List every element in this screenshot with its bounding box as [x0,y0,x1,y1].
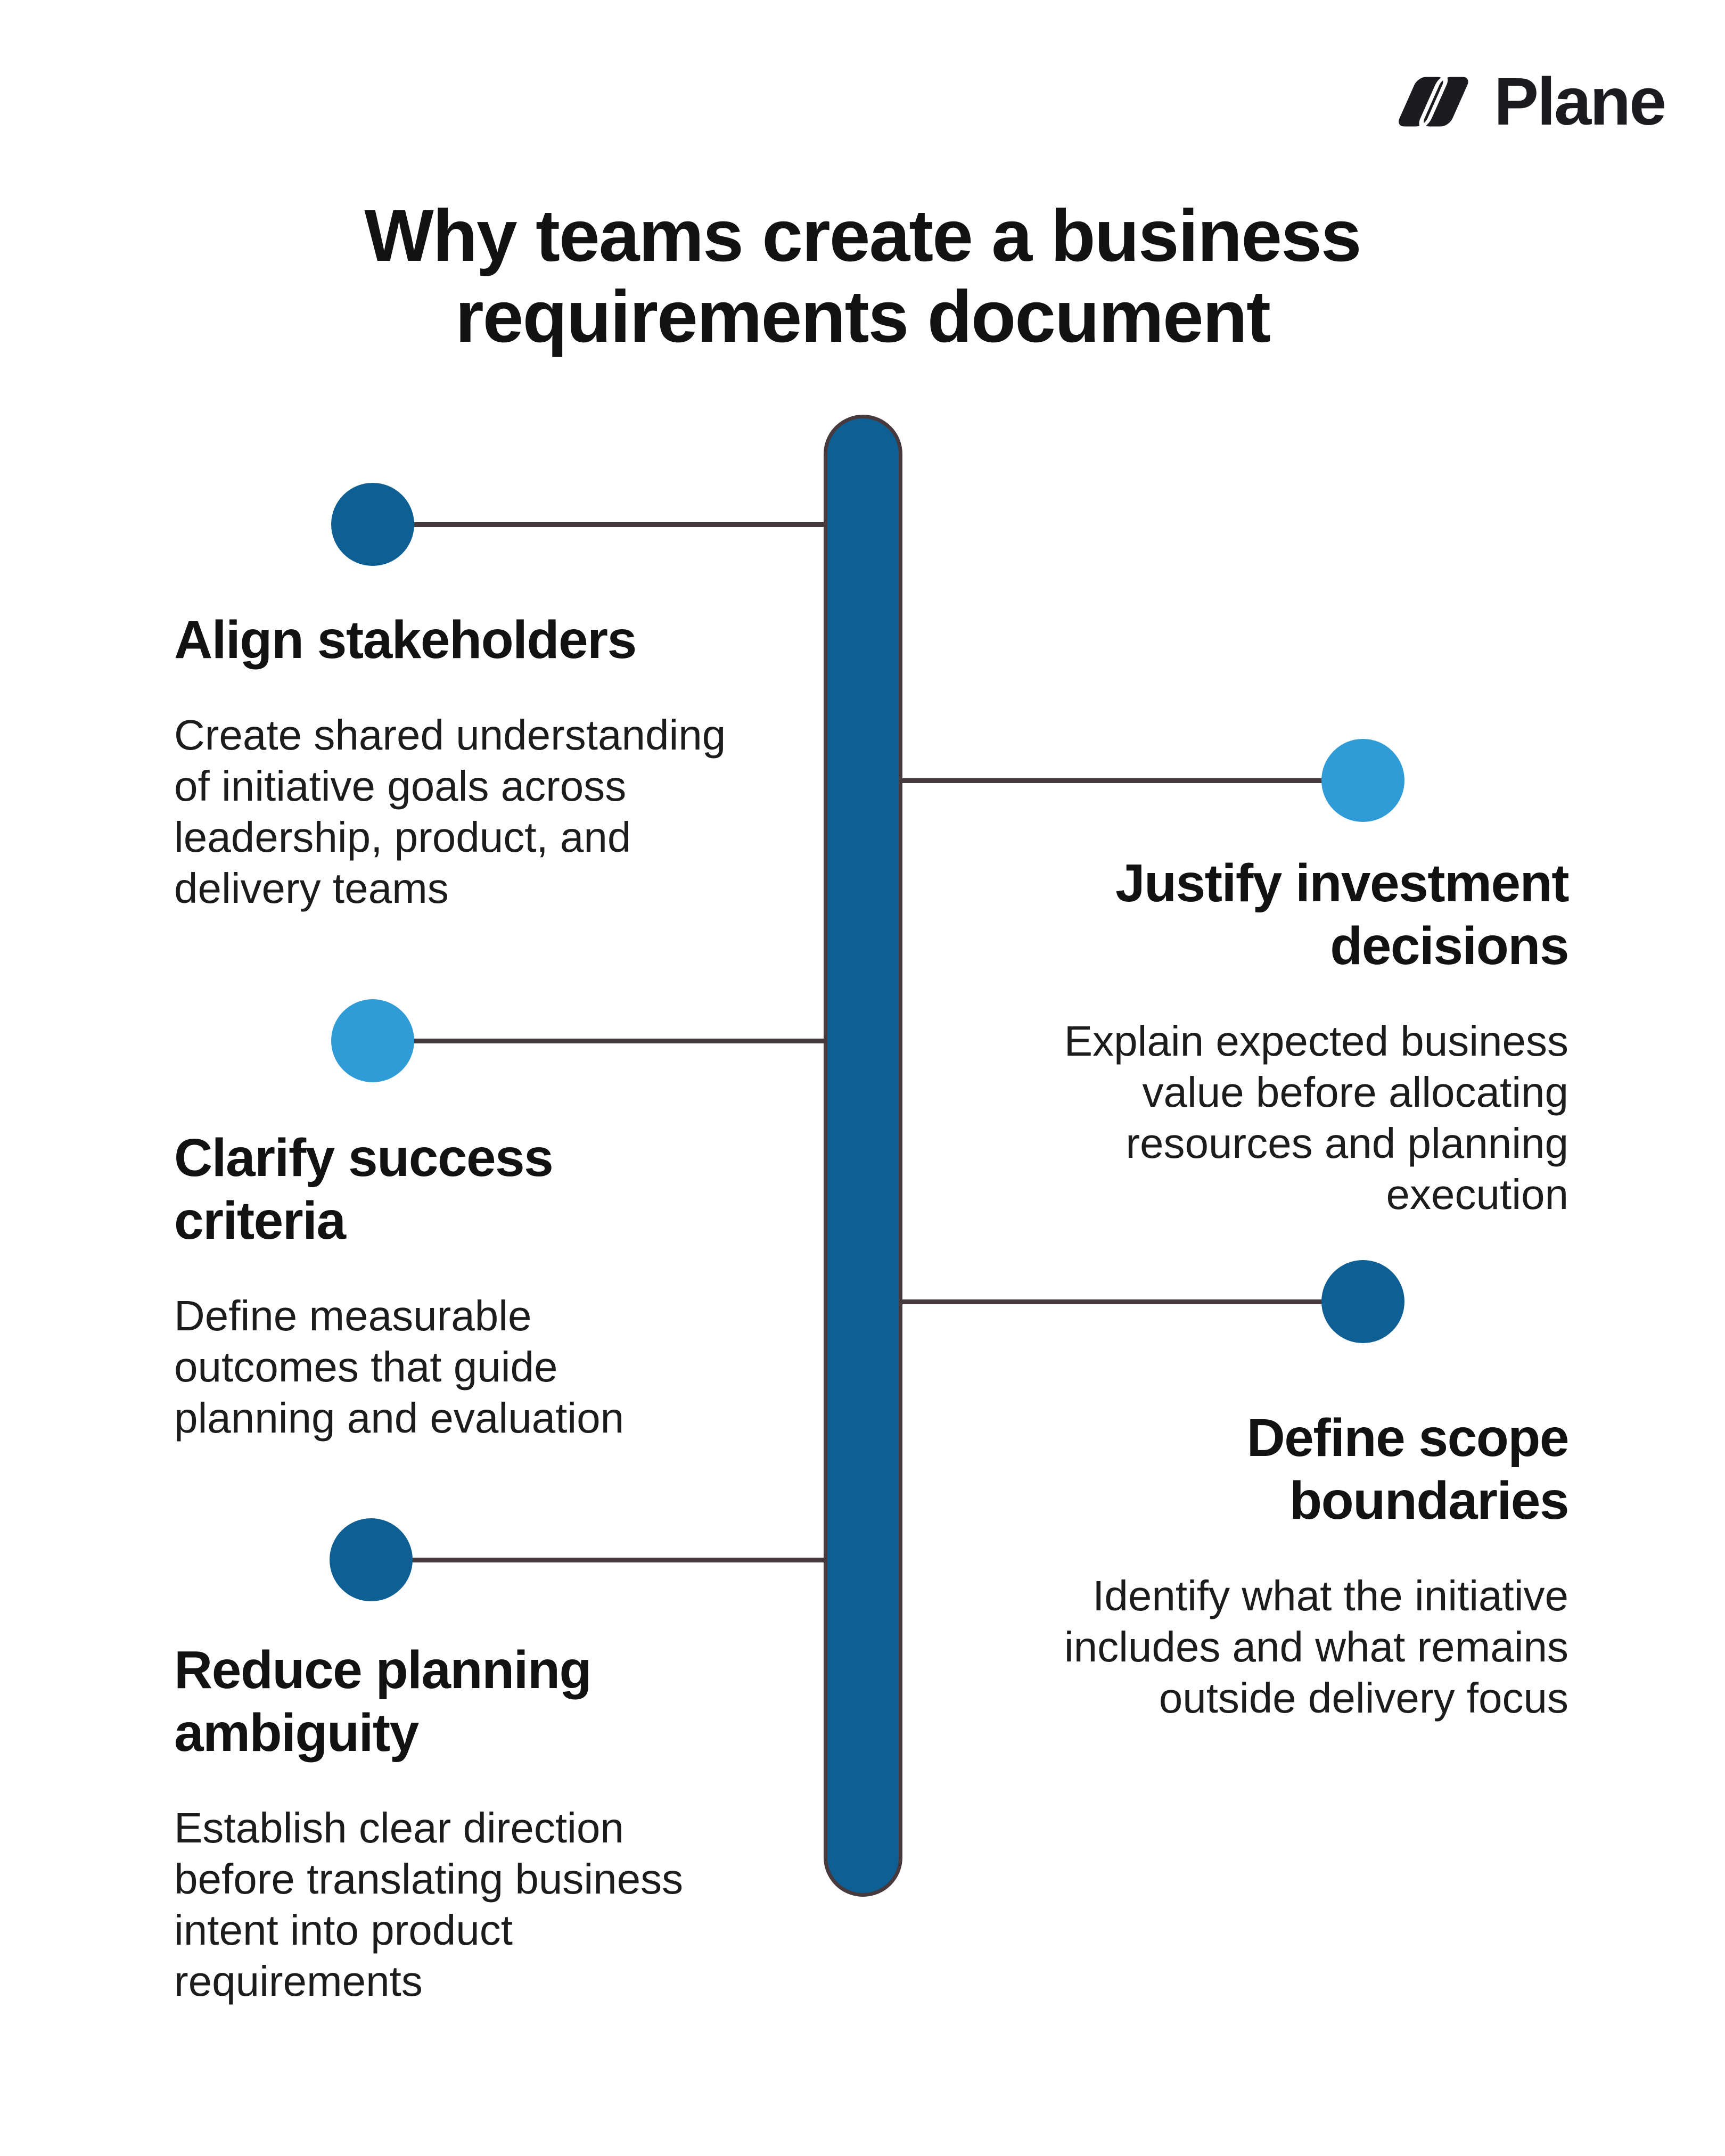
item-heading: Reduce planning ambiguity [174,1640,592,1763]
item-heading: Align stakeholders [174,610,637,670]
item-description: Explain expected business value before a… [1064,1017,1568,1218]
connector-define-scope [899,1299,1363,1304]
connector-align-stakeholders [373,522,827,527]
item-heading: Define scope boundaries [1246,1408,1570,1530]
brand-wordmark: Plane [1494,64,1666,139]
item-description: Define measurable outcomes that guide pl… [174,1292,625,1442]
node-dot-align-stakeholders [331,483,414,566]
node-dot-reduce-ambiguity [330,1518,413,1601]
item-define-scope-boundaries: Define scope boundaries Identify what th… [905,1406,1570,1724]
node-dot-clarify-success [331,999,414,1082]
timeline-spine [824,415,902,1897]
page-title: Why teams create a business requirements… [364,195,1361,358]
brand-logo: Plane [1391,64,1666,139]
item-justify-investment-decisions: Justify investment decisions Explain exp… [905,852,1570,1220]
connector-reduce-ambiguity [373,1558,827,1562]
item-heading: Justify investment decisions [1115,853,1570,976]
item-clarify-success-criteria: Clarify success criteria Define measurab… [174,1126,834,1444]
item-description: Establish clear direction before transla… [174,1804,684,2005]
item-description: Identify what the initiative includes an… [1064,1572,1568,1722]
connector-justify-investment [899,778,1363,783]
item-reduce-planning-ambiguity: Reduce planning ambiguity Establish clea… [174,1639,834,2007]
item-heading: Clarify success criteria [174,1128,554,1250]
item-align-stakeholders: Align stakeholders Create shared underst… [174,608,834,914]
node-dot-justify-investment [1321,739,1404,822]
connector-clarify-success [373,1039,827,1043]
plane-logo-icon [1394,72,1473,131]
node-dot-define-scope [1321,1260,1404,1343]
item-description: Create shared understanding of initiativ… [174,711,726,912]
